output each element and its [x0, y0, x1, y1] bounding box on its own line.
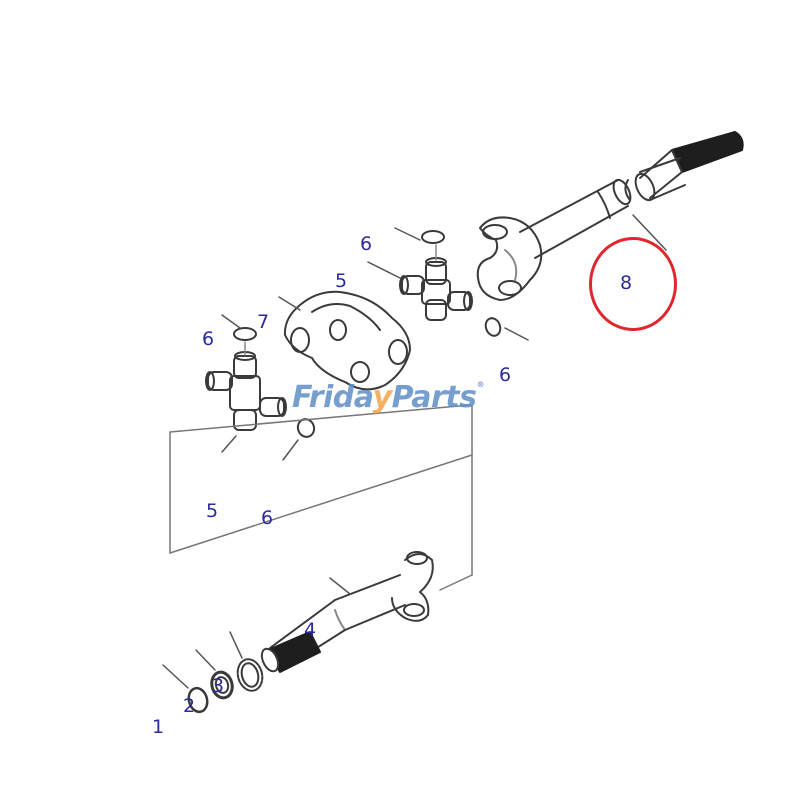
watermark-logo: FridayParts®	[292, 380, 484, 415]
leader-8	[632, 214, 667, 251]
watermark-text: Frida	[292, 380, 373, 415]
callout-part-7: 7	[257, 311, 270, 333]
registered-mark: ®	[476, 380, 484, 389]
watermark-check-mark: y	[372, 380, 393, 415]
callout-part-5-yoke: 5	[335, 270, 348, 292]
inner-axle-shaft	[260, 551, 434, 673]
callout-part-6-right: 6	[499, 364, 512, 386]
outer-axle-shaft	[476, 131, 744, 301]
u-joint-cross-lower	[205, 351, 287, 431]
callout-part-5-bracket: 5	[206, 500, 219, 522]
snap-ring	[484, 317, 502, 337]
callout-part-6-lower: 6	[202, 328, 215, 350]
callout-part-6-bracket: 6	[261, 507, 274, 529]
watermark-text: Parts	[391, 380, 477, 415]
center-coupling-yoke	[283, 290, 411, 391]
snap-ring	[233, 327, 257, 341]
callout-part-4: 4	[304, 619, 317, 641]
highlight-circle-part-8	[589, 237, 677, 331]
callout-part-1: 1	[152, 716, 165, 738]
subassembly-bracket	[169, 404, 473, 591]
snap-ring	[421, 230, 445, 244]
callout-part-6-upper: 6	[360, 233, 373, 255]
callout-part-3: 3	[212, 675, 225, 697]
u-joint-cross-upper	[399, 257, 473, 321]
callout-part-2: 2	[183, 695, 196, 717]
callout-part-8: 8	[620, 272, 633, 294]
seal-bearing-rings	[187, 658, 264, 714]
